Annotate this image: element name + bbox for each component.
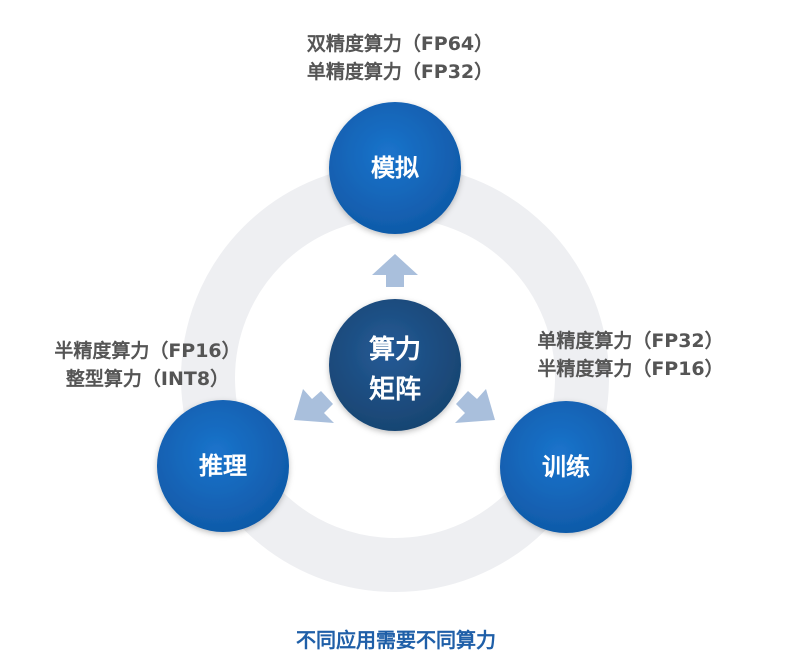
annotation-line: 半精度算力（FP16） [537,358,724,380]
center-node-label: 算力 矩阵 [335,330,455,410]
annotation-line: 单精度算力（FP32） [306,61,494,83]
node-top [329,102,461,234]
center-label-line2: 矩阵 [368,375,421,405]
node-left-annotations: 半精度算力（FP16） 整型算力（INT8） [40,337,255,393]
annotation-line: 半精度算力（FP16） [54,340,241,362]
node-right [500,401,632,533]
annotation-line: 双精度算力（FP64） [306,33,494,55]
arrow-up-icon [372,254,418,287]
annotation-line: 单精度算力（FP32） [537,330,724,352]
node-left [157,400,289,532]
annotation-line: 整型算力（INT8） [65,368,230,390]
arrow-down-right-icon [455,389,495,423]
node-top-label: 模拟 [371,154,419,182]
center-node [329,299,461,431]
diagram-caption: 不同应用需要不同算力 [296,628,496,652]
center-label-line1: 算力 [368,335,421,365]
node-right-label: 训练 [542,453,590,481]
arrow-down-left-icon [294,389,334,423]
node-top-annotations: 双精度算力（FP64） 单精度算力（FP32） [300,30,500,86]
node-left-label: 推理 [199,452,247,480]
node-right-annotations: 单精度算力（FP32） 半精度算力（FP16） [523,327,738,383]
